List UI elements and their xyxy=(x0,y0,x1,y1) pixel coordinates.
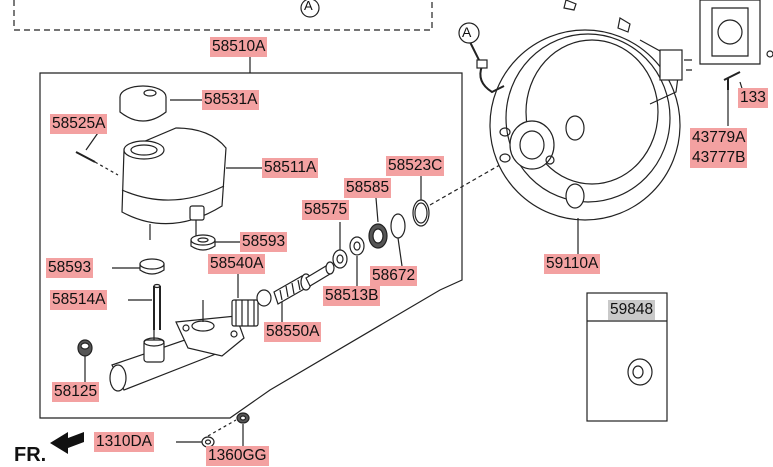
label-58523c[interactable]: 58523C xyxy=(386,156,445,176)
ref-a-booster: A xyxy=(462,24,472,40)
sealing-ring xyxy=(412,199,430,227)
label-58585[interactable]: 58585 xyxy=(344,178,392,198)
label-58510a[interactable]: 58510A xyxy=(210,37,268,57)
label-58513b[interactable]: 58513B xyxy=(323,286,381,306)
label-58550a[interactable]: 58550A xyxy=(264,322,322,342)
piston-primary xyxy=(305,261,335,287)
pin xyxy=(75,151,119,176)
ref-circle-booster xyxy=(458,22,480,44)
label-58525a[interactable]: 58525A xyxy=(50,114,108,134)
label-43777b[interactable]: 43777B xyxy=(690,148,748,168)
front-label: FR. xyxy=(14,444,47,466)
piston-primary-body xyxy=(349,236,365,256)
label-58125[interactable]: 58125 xyxy=(52,382,100,402)
label-58511a[interactable]: 58511A xyxy=(262,158,319,178)
label-1310da[interactable]: 1310DA xyxy=(94,432,155,452)
label-58514a[interactable]: 58514A xyxy=(50,290,108,310)
snap-ring xyxy=(390,213,406,239)
label-59848[interactable]: 59848 xyxy=(608,300,656,320)
assembly-frame xyxy=(39,72,463,419)
label-43779a[interactable]: 43779A xyxy=(690,128,748,148)
label-59110a[interactable]: 59110A xyxy=(544,254,601,274)
label-58593-right[interactable]: 58593 xyxy=(240,232,288,252)
piston-spring xyxy=(273,273,312,305)
spring-pin xyxy=(153,283,161,330)
label-133-partial[interactable]: 133 xyxy=(738,88,768,108)
washer-bottom xyxy=(236,412,250,424)
retainer xyxy=(368,223,388,249)
ref-a-top: A xyxy=(304,0,313,13)
reservoir xyxy=(121,127,227,240)
label-58575[interactable]: 58575 xyxy=(302,200,350,220)
label-58531a[interactable]: 58531A xyxy=(202,90,260,110)
label-1360gg[interactable]: 1360GG xyxy=(206,446,269,466)
brake-booster xyxy=(489,0,692,254)
ref-circle-top xyxy=(300,0,320,18)
grommet-left xyxy=(139,258,165,275)
kit-nut xyxy=(627,358,653,386)
washer xyxy=(332,249,348,269)
master-cylinder-body xyxy=(109,300,245,392)
grommet-right xyxy=(190,234,216,251)
label-58593-left[interactable]: 58593 xyxy=(46,258,94,278)
front-arrow-icon xyxy=(50,432,84,454)
gasket xyxy=(699,0,773,65)
label-58540a[interactable]: 58540A xyxy=(208,254,266,274)
label-58672[interactable]: 58672 xyxy=(370,266,418,286)
nut-cap xyxy=(77,339,93,357)
piston-secondary xyxy=(231,289,272,327)
vacuum-hose xyxy=(469,41,505,94)
reservoir-cap xyxy=(119,85,167,122)
